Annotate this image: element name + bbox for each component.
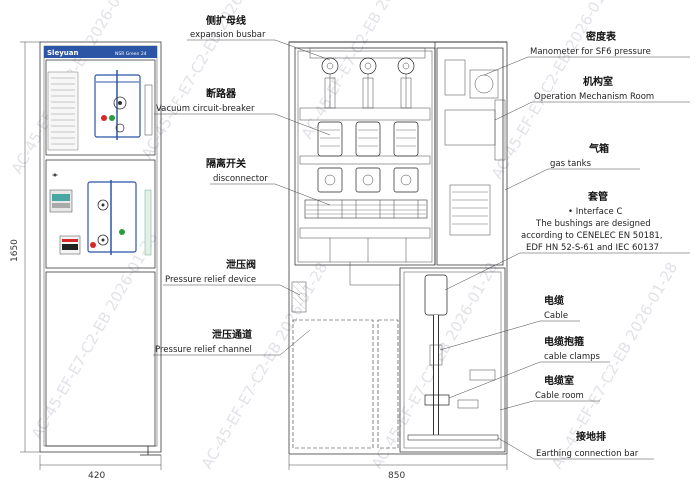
callout-mechanism-cn: 机构室	[583, 75, 613, 88]
front-cabinet-outline	[39, 41, 162, 453]
earthing-connection-bar	[407, 434, 499, 441]
pressure-relief-channel	[292, 319, 374, 449]
callout-manometer-en: Manometer for SF6 pressure	[530, 47, 651, 57]
disconnector	[299, 167, 431, 262]
callout-expansion-busbar-en: expansion busbar	[190, 30, 266, 40]
vacuum-circuit-breaker	[299, 107, 431, 165]
watermark-text: AC-45-EF-E7-C2-EB 2026-01-28	[138, 0, 271, 162]
callout-cable-clamps-cn: 电缆抱箍	[544, 335, 584, 348]
callout-gas-tank-cn: 气箱	[588, 142, 609, 155]
model-label: NSR Green 24	[115, 51, 147, 57]
upper-operation-panel	[45, 59, 156, 156]
callout-cable-en: Cable	[544, 311, 568, 321]
callout-gas-tank-en: gas tanks	[550, 159, 592, 169]
callout-relief-channel-en: Pressure relief channel	[155, 345, 252, 355]
callout-cable-clamps-en: cable clamps	[544, 352, 600, 362]
callout-bushing-en3: according to CENELEC EN 50181,	[521, 231, 663, 241]
lower-cabinet-panel	[45, 271, 156, 447]
watermark-text: AC-45-EF-E7-C2-EB 2026-01-28	[28, 229, 161, 442]
right-callouts: 密度表 Manometer for SF6 pressure 机构室 Opera…	[439, 30, 690, 460]
callout-earthing-cn: 接地排	[576, 430, 606, 443]
callout-relief-device-cn: 泄压阀	[226, 258, 256, 271]
callout-relief-channel-cn: 泄压通道	[212, 328, 252, 341]
indicator-green-icon	[109, 115, 115, 121]
callout-bushing-en1: • Interface C	[568, 207, 622, 217]
watermark-text: AC-45-EF-E7-C2-EB 2026-01-28	[298, 0, 431, 142]
indicator-red-icon	[101, 115, 107, 121]
callout-bushing-cn: 套管	[587, 190, 608, 203]
callout-cable-room-cn: 电缆室	[544, 374, 574, 387]
middle-operation-panel	[45, 159, 156, 269]
callout-bushing-en2: The bushings are designed	[535, 219, 651, 229]
gas-tank	[294, 47, 436, 266]
left-callouts: 侧扩母线 expansion busbar 断路器 Vacuum circuit…	[153, 14, 331, 356]
callout-cable-room-en: Cable room	[535, 391, 584, 401]
front-view: Sleyuan NSR Green 24	[10, 41, 162, 481]
callout-relief-device-en: Pressure relief device	[165, 275, 256, 285]
brand-logo-text: Sleyuan	[47, 49, 78, 57]
callout-bushing-en4: EDF HN 52-S-61 and IEC 60137	[526, 243, 659, 253]
callout-cable-cn: 电缆	[544, 294, 564, 307]
height-dimension-label: 1650	[10, 239, 20, 262]
callout-earthing-en: Earthing connection bar	[536, 449, 639, 459]
callout-expansion-busbar-cn: 侧扩母线	[206, 14, 246, 27]
cable-clamp	[424, 394, 450, 406]
operating-hole-icon	[113, 96, 127, 110]
callout-breaker-cn: 断路器	[206, 87, 237, 100]
callout-mechanism-en: Operation Mechanism Room	[534, 92, 654, 102]
front-width-dimension-label: 420	[88, 471, 105, 481]
cable-room	[349, 262, 506, 453]
front-header-strip	[44, 46, 157, 58]
side-section-view: 850	[288, 41, 508, 481]
watermark-text: AC-45-EF-E7-C2-EB 2026-01-28	[548, 259, 681, 472]
callout-breaker-en: Vacuum circuit-breaker	[156, 104, 255, 114]
watermark-text: AC-45-EF-E7-C2-EB 2026-01-28	[198, 259, 331, 472]
callout-disconnector-cn: 隔离开关	[206, 157, 246, 170]
callout-manometer-cn: 密度表	[586, 30, 617, 43]
callout-disconnector-en: disconnector	[213, 174, 268, 184]
side-width-dimension-label: 850	[388, 471, 405, 481]
cable-connector	[424, 274, 448, 316]
pressure-relief-device	[291, 281, 307, 313]
operation-mechanism-room	[436, 47, 506, 266]
